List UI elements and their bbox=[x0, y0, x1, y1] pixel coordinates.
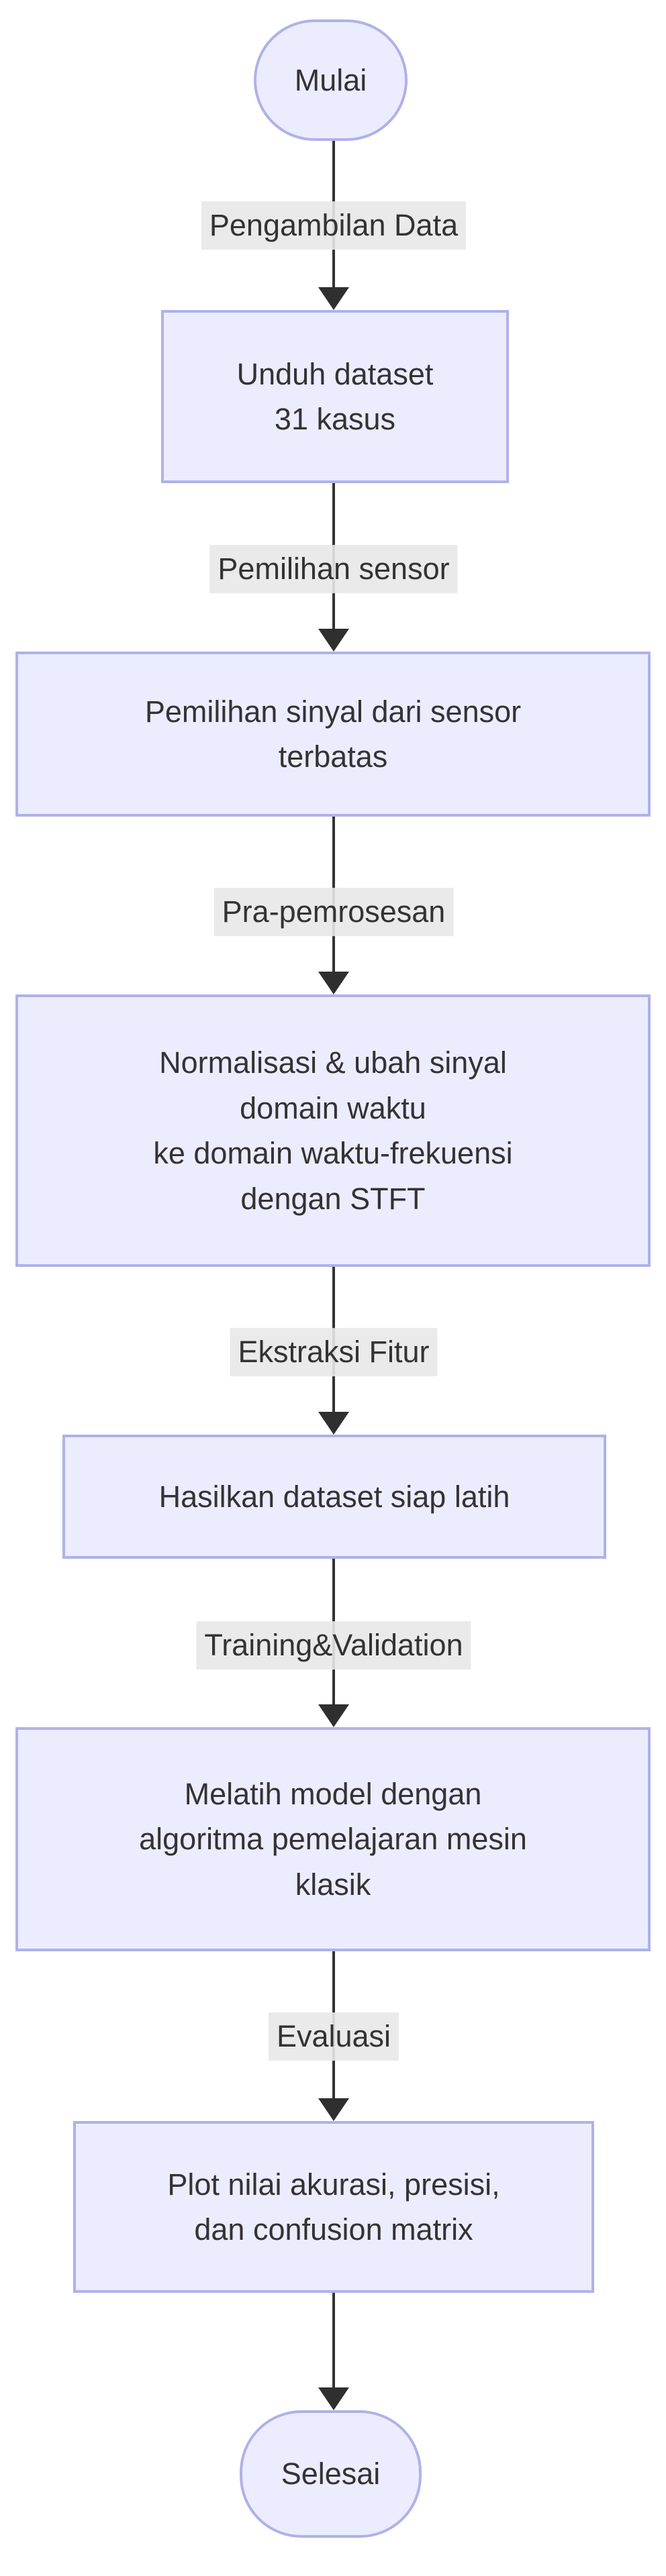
node-hasilkan-dataset: Hasilkan dataset siap latih bbox=[62, 1435, 606, 1559]
edge-line bbox=[332, 2293, 335, 2390]
edge-label-pra-pemrosesan: Pra-pemrosesan bbox=[213, 888, 454, 936]
node-pemilihan-sinyal: Pemilihan sinyal dari sensor terbatas bbox=[15, 652, 651, 817]
arrowhead-icon bbox=[318, 1704, 349, 1727]
edge-label-pengambilan-data: Pengambilan Data bbox=[201, 201, 467, 250]
node-unduh-dataset: Unduh dataset 31 kasus bbox=[161, 310, 509, 483]
arrowhead-icon bbox=[318, 629, 349, 652]
node-melatih-model: Melatih model dengan algoritma pemelajar… bbox=[15, 1727, 651, 1951]
node-plot-evaluasi: Plot nilai akurasi, presisi, dan confusi… bbox=[73, 2121, 594, 2293]
edge-label-evaluasi: Evaluasi bbox=[268, 2012, 399, 2061]
arrowhead-icon bbox=[318, 2387, 349, 2410]
edge-label-training-validation: Training&Validation bbox=[196, 1621, 471, 1669]
edge-label-ekstraksi-fitur: Ekstraksi Fitur bbox=[230, 1328, 438, 1376]
node-mulai: Mulai bbox=[254, 19, 408, 141]
node-selesai: Selesai bbox=[240, 2410, 422, 2538]
arrowhead-icon bbox=[318, 2098, 349, 2121]
arrowhead-icon bbox=[318, 287, 349, 310]
node-normalisasi-stft: Normalisasi & ubah sinyal domain waktu k… bbox=[15, 994, 651, 1267]
arrowhead-icon bbox=[318, 1412, 349, 1435]
edge-label-pemilihan-sensor: Pemilihan sensor bbox=[209, 545, 458, 593]
arrowhead-icon bbox=[318, 972, 349, 994]
